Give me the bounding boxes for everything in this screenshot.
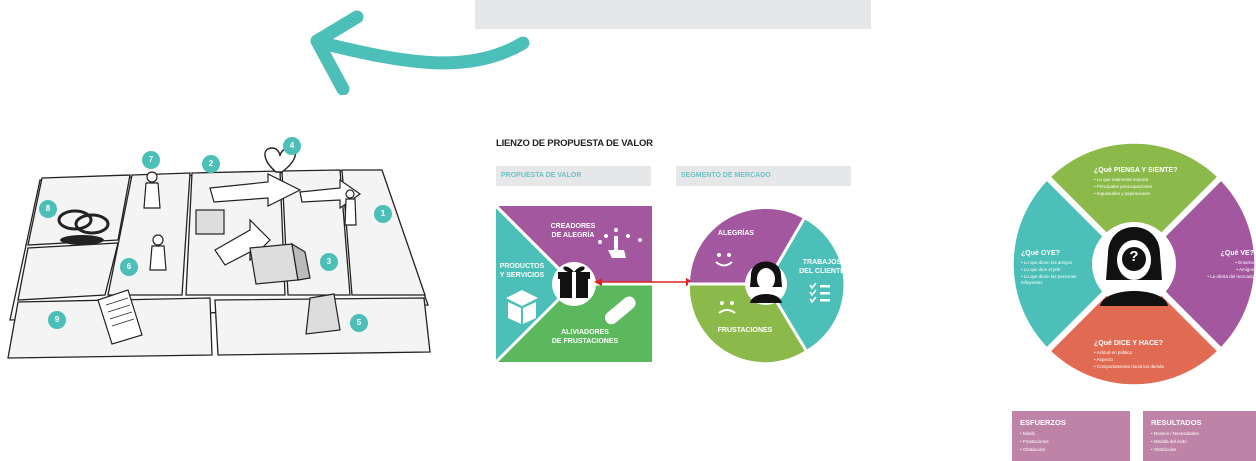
canvas-number-4: 4 bbox=[283, 137, 301, 155]
canvas-number-6: 6 bbox=[120, 258, 138, 276]
empathy-map-circle bbox=[1013, 143, 1255, 385]
sparkle-hand-icon bbox=[598, 228, 642, 258]
list-item: • Obstáculos bbox=[1020, 446, 1046, 452]
face-question-mark: ? bbox=[1129, 248, 1139, 265]
list-item: • Actitud en público bbox=[1094, 350, 1133, 355]
esfuerzos-title: ESFUERZOS bbox=[1020, 418, 1066, 427]
resultados-box: RESULTADOS • Deseos / Necesidades • Medi… bbox=[1143, 411, 1256, 461]
list-item: • Lo que dicen los amigos bbox=[1021, 260, 1073, 265]
esfuerzos-box: ESFUERZOS • Miedo • Frustaciones • Obstá… bbox=[1012, 411, 1130, 461]
list-item: • Entorno bbox=[1235, 260, 1254, 265]
list-item: • Inquietudes y aspiraciones bbox=[1094, 190, 1151, 196]
empathy-piensa: ¿Qué PIENSA Y SIENTE? • Lo que realmente… bbox=[1094, 166, 1204, 197]
label-trabajos: TRABAJOS DEL CLIENTE bbox=[799, 259, 845, 275]
open-box-icon bbox=[506, 290, 538, 324]
empathy-oye: ¿Qué OYE? • Lo que dicen los amigos • Lo… bbox=[1021, 249, 1091, 287]
piensa-title: ¿Qué PIENSA Y SIENTE? bbox=[1094, 167, 1178, 174]
label-alegrias: ALEGRÍAS bbox=[717, 230, 755, 237]
canvas-number-8: 8 bbox=[39, 200, 57, 218]
canvas-number-9: 9 bbox=[48, 311, 66, 329]
oye-list: • Lo que dicen los amigos • Lo que dice … bbox=[1021, 260, 1091, 287]
label-aliviadores: ALIVIADORES DE FRUSTACIONES bbox=[551, 329, 619, 345]
list-item: • Lo que dicen las personas influyentes bbox=[1021, 273, 1077, 286]
pill-icon bbox=[605, 296, 636, 325]
piensa-list: • Lo que realmente importa • Principales… bbox=[1094, 177, 1204, 197]
list-item: • Lo que dice el jefe bbox=[1021, 266, 1061, 272]
list-item: • La oferta del mercado bbox=[1207, 273, 1254, 279]
value-map-square bbox=[496, 206, 652, 362]
list-item: • Lo que realmente importa bbox=[1094, 177, 1149, 182]
question-mark-icon bbox=[1122, 247, 1146, 271]
dice-list: • Actitud en público • Aspecto • Comport… bbox=[1094, 350, 1204, 370]
oye-title: ¿Qué OYE? bbox=[1021, 250, 1060, 257]
ve-list: • Entorno • Amigos • La oferta del merca… bbox=[1188, 260, 1254, 280]
gift-icon bbox=[558, 266, 590, 298]
canvas-number-1: 1 bbox=[374, 205, 392, 223]
list-item: • Aspecto bbox=[1094, 356, 1113, 362]
double-arrow-icon bbox=[594, 278, 694, 286]
list-item: • Comportamiento hacia los demás bbox=[1094, 363, 1164, 369]
list-item: • Amigos bbox=[1236, 266, 1254, 272]
checklist-icon bbox=[809, 282, 830, 304]
dice-title: ¿Qué DICE Y HACE? bbox=[1094, 340, 1163, 347]
label-productos: PRODUCTOS Y SERVICIOS bbox=[499, 263, 545, 279]
canvas-number-3: 3 bbox=[320, 253, 338, 271]
list-item: • Principales preocupaciones bbox=[1094, 183, 1152, 189]
customer-profile-circle bbox=[688, 208, 844, 363]
list-item: • Frustaciones bbox=[1020, 438, 1049, 444]
curved-arrow-icon bbox=[310, 10, 530, 95]
label-frustaciones: FRUSTACIONES bbox=[717, 327, 773, 334]
canvas-number-5: 5 bbox=[350, 314, 368, 332]
list-item: • Miedo bbox=[1020, 431, 1036, 436]
resultados-title: RESULTADOS bbox=[1151, 418, 1202, 427]
esfuerzos-list: • Miedo • Frustaciones • Obstáculos bbox=[1020, 430, 1122, 453]
list-item: • Medida del éxito bbox=[1151, 438, 1187, 444]
canvas-number-2: 2 bbox=[202, 155, 220, 173]
business-canvas-sketch bbox=[7, 147, 431, 359]
top-banner bbox=[475, 0, 871, 29]
frown-icon bbox=[718, 301, 736, 314]
empathy-ve: ¿Qué VE? • Entorno • Amigos • La oferta … bbox=[1188, 249, 1254, 280]
vpc-title: LIENZO DE PROPUESTA DE VALOR bbox=[496, 138, 653, 149]
ribbon-segmento: SEGMENTO DE MERCADO bbox=[676, 166, 851, 186]
resultados-list: • Deseos / Necesidades • Medida del éxit… bbox=[1151, 430, 1248, 453]
label-creadores: CREADORES DE ALEGRÍA bbox=[550, 223, 596, 239]
empathy-dice: ¿Qué DICE Y HACE? • Actitud en público •… bbox=[1094, 339, 1204, 370]
list-item: • Obstáculos bbox=[1151, 446, 1177, 452]
ve-title: ¿Qué VE? bbox=[1220, 250, 1254, 257]
ribbon-propuesta: PROPUESTA DE VALOR bbox=[496, 166, 651, 186]
person-icon bbox=[750, 261, 782, 303]
smiley-icon bbox=[715, 253, 733, 267]
list-item: • Deseos / Necesidades bbox=[1151, 431, 1199, 436]
canvas-number-7: 7 bbox=[142, 151, 160, 169]
